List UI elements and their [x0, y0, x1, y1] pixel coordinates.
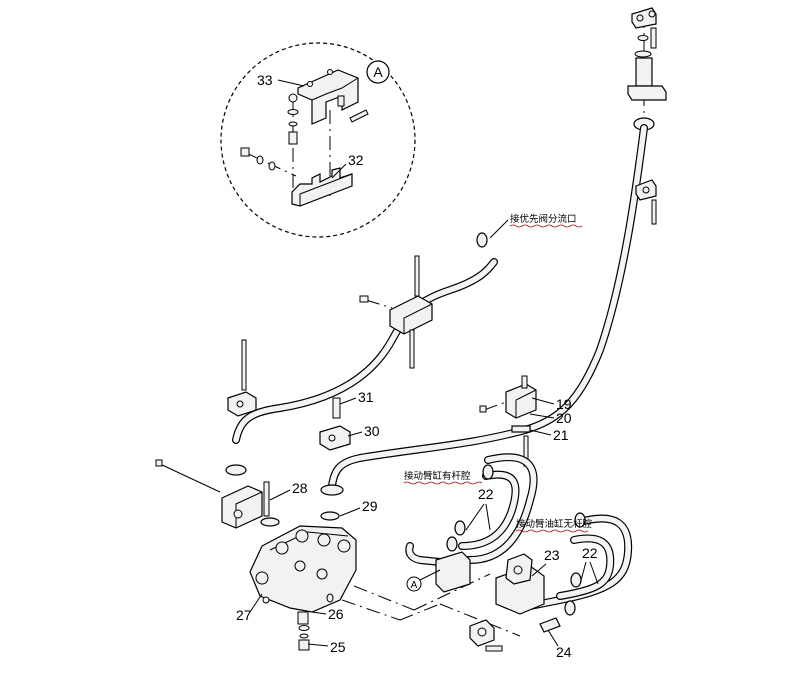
- flange-30-31: [319, 397, 351, 521]
- detail-circle: [220, 42, 416, 238]
- clamp-plate-32: [291, 167, 353, 207]
- detail-view-a: A 33: [220, 42, 416, 238]
- fittings-23-24: [435, 551, 561, 652]
- left-flange-stack: [225, 339, 257, 476]
- note-boom-head: 接动臂油缸无杆腔: [515, 518, 593, 533]
- note-boom-head-text: 接动臂油缸无杆腔: [516, 518, 593, 530]
- callout-28: 28: [292, 480, 308, 496]
- callout-30: 30: [364, 423, 380, 439]
- note-boom-rod-text: 接动臂缸有杆腔: [404, 470, 471, 482]
- note-boom-rod: 接动臂缸有杆腔: [403, 470, 483, 485]
- note-priority-valve: 接优先阀分流口: [489, 213, 583, 239]
- callout-20: 20: [556, 410, 572, 426]
- callout-29: 29: [362, 498, 378, 514]
- callout-21: 21: [553, 427, 569, 443]
- callouts: 19 20 21 22 22 23 24 25 26 27 28 29 30 3…: [236, 389, 599, 660]
- label-32: 32: [348, 152, 364, 168]
- control-valve-block: [249, 525, 357, 651]
- callout-31: 31: [358, 389, 374, 405]
- fitting-block-28: [155, 459, 280, 529]
- dashed-routing: [341, 573, 521, 637]
- detail-marker-circle: [366, 60, 390, 84]
- note-priority-valve-text: 接优先阀分流口: [510, 213, 577, 225]
- boom-cylinder-hoses: [405, 453, 633, 616]
- section-marker-a: A: [406, 569, 441, 592]
- callout-24: 24: [556, 644, 572, 660]
- label-33: 33: [257, 72, 273, 88]
- callout-22-right: 22: [582, 545, 598, 561]
- callout-23: 23: [544, 547, 560, 563]
- upper-pipe-clamp-assembly: [627, 7, 667, 131]
- horizontal-bolt-parts: [240, 147, 297, 177]
- callout-22-left: 22: [478, 486, 494, 502]
- callout-26: 26: [328, 606, 344, 622]
- callout-19: 19: [556, 396, 572, 412]
- section-marker-label: A: [411, 580, 418, 591]
- bracket-33: [297, 69, 369, 125]
- callout-25: 25: [330, 639, 346, 655]
- callout-27: 27: [236, 607, 252, 623]
- long-hose-right: [328, 124, 657, 490]
- detail-marker-label: A: [373, 64, 383, 80]
- clamp-19-20-21: [479, 375, 537, 467]
- priority-valve-hose: [232, 232, 498, 444]
